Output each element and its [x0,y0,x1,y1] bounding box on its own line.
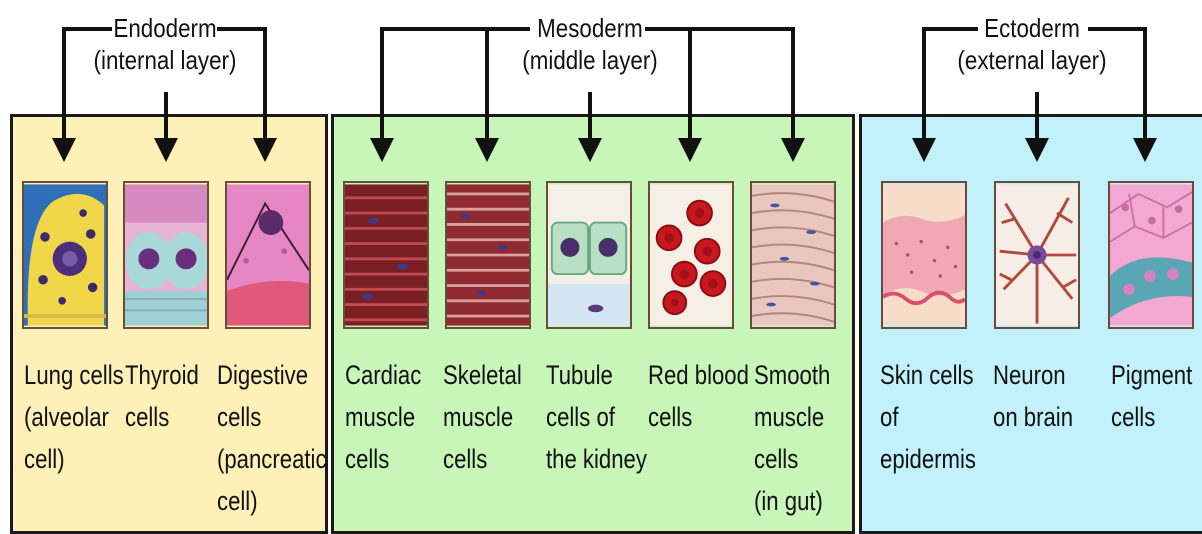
lung-cell-label: Lung cells (alveolar cell) [24,354,124,480]
label-line: Cardiac [345,354,421,396]
smooth-muscle-illustration [752,183,834,327]
red-blood-cell-label: Red blood cells [648,354,749,438]
lung-cell-image [22,181,108,329]
label-line: Lung cells [24,354,124,396]
skeletal-muscle-illustration [447,183,529,327]
label-line: (in gut) [754,480,830,522]
skin-cell-label: Skin cells of epidermis [880,354,976,480]
thyroid-cell-label: Thyroid cells [125,354,199,438]
label-line: muscle [345,396,421,438]
label-line: muscle [754,396,830,438]
thyroid-cell-illustration [125,183,207,327]
label-line: Skeletal [443,354,522,396]
label-line: Red blood [648,354,749,396]
pancreatic-cell-image [225,181,311,329]
cardiac-muscle-illustration [345,183,427,327]
label-line: Skin cells [880,354,976,396]
label-line: cells [125,396,199,438]
label-line: Thyroid [125,354,199,396]
neuron-image [994,181,1080,329]
pigment-cell-label: Pigment cells [1111,354,1192,438]
kidney-tubule-label: Tubule cells of the kidney [546,354,647,480]
smooth-muscle-image [750,181,836,329]
label-line: muscle [443,396,522,438]
label-line: cells [443,438,522,480]
lung-cell-illustration [24,183,106,327]
red-blood-cell-illustration [650,183,732,327]
thyroid-cell-image [123,181,209,329]
cardiac-muscle-label: Cardiac muscle cells [345,354,421,480]
label-line: (pancreatic [217,438,327,480]
pancreatic-cell-illustration [227,183,309,327]
skeletal-muscle-label: Skeletal muscle cells [443,354,522,480]
label-line: cells [1111,396,1192,438]
label-line: Smooth [754,354,830,396]
label-line: Pigment [1111,354,1192,396]
red-blood-cell-image [648,181,734,329]
label-line: cells [217,396,327,438]
smooth-muscle-label: Smooth muscle cells (in gut) [754,354,830,522]
skeletal-muscle-image [445,181,531,329]
digestive-cell-label: Digestive cells (pancreatic cell) [217,354,327,522]
label-line: cell) [24,438,124,480]
label-line: epidermis [880,438,976,480]
cardiac-muscle-image [343,181,429,329]
label-line: the kidney [546,438,647,480]
label-line: cell) [217,480,327,522]
skin-cell-illustration [883,183,965,327]
label-line: cells [754,438,830,480]
label-line: Digestive [217,354,327,396]
label-line: cells of [546,396,647,438]
label-line: Neuron [993,354,1073,396]
label-line: cells [345,438,421,480]
label-line: of [880,396,976,438]
label-line: on brain [993,396,1073,438]
kidney-tubule-image [546,181,632,329]
skin-cell-image [881,181,967,329]
neuron-label: Neuron on brain [993,354,1073,438]
label-line: Tubule [546,354,647,396]
label-line: cells [648,396,749,438]
kidney-tubule-illustration [548,183,630,327]
neuron-illustration [996,183,1078,327]
pigment-cell-illustration [1110,183,1192,327]
ectoderm-bracket [924,29,1145,150]
pigment-cell-image [1108,181,1194,329]
mesoderm-bracket [382,29,793,150]
label-line: (alveolar [24,396,124,438]
